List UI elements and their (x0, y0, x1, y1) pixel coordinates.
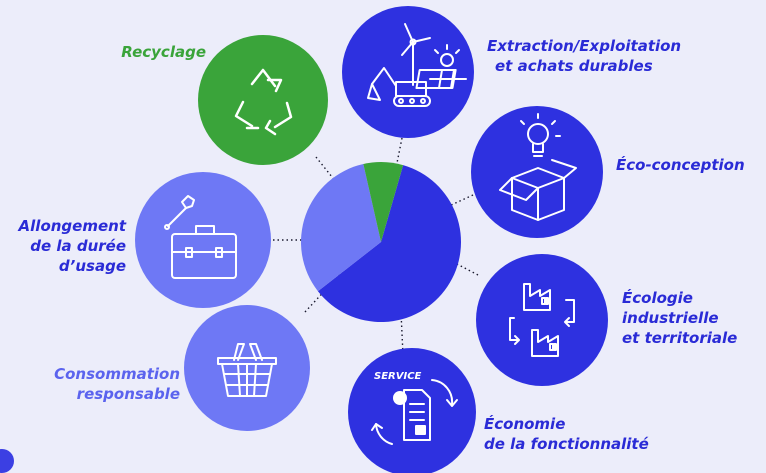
label-allongement: Allongement de la durée d’usage (4, 216, 126, 276)
label-eco-conception-line-1: Éco-conception (616, 156, 745, 174)
service-icon-text: SERVICE (374, 371, 422, 382)
label-ecologie-industrielle: Écologie industrielle et territoriale (622, 288, 737, 348)
pillar-recyclage (198, 35, 328, 165)
pillar-consommation (184, 305, 310, 431)
pillar-eco-conception (471, 106, 603, 238)
pie-slice-green (363, 162, 404, 242)
economie-circle (348, 348, 476, 473)
corner-decoration (0, 449, 14, 473)
shopping-basket-icon (217, 343, 277, 397)
label-economie-line-1: Économie (484, 415, 566, 433)
label-allongement-line-2: de la durée (30, 237, 126, 255)
allongement-circle (135, 172, 271, 308)
toolbox-wrench-icon (164, 195, 237, 279)
pillar-extraction (342, 6, 474, 138)
label-economie-fonctionnalite: Économie de la fonctionnalité (484, 414, 649, 454)
label-extraction: Extraction/Exploitation et achats durabl… (487, 36, 681, 76)
connector-extraction (394, 137, 403, 174)
label-ecologie-line-2: industrielle (622, 309, 719, 327)
label-allongement-line-1: Allongement (18, 217, 126, 235)
label-economie-line-2: de la fonctionnalité (484, 435, 649, 453)
central-pie (301, 162, 462, 322)
label-ecologie-line-1: Écologie (622, 289, 693, 307)
label-consommation: Consommation responsable (20, 364, 180, 404)
ecologie-circle (476, 254, 608, 386)
label-eco-conception: Éco-conception (616, 155, 745, 175)
pie-slice-mid-blue (301, 163, 381, 292)
label-consommation-line-1: Consommation (54, 365, 180, 383)
factories-exchange-icon (509, 283, 575, 357)
label-extraction-line-1: Extraction/Exploitation (487, 37, 682, 55)
pillar-allongement (135, 172, 271, 308)
pie-slice-dark-blue (317, 165, 462, 322)
wind-turbine-excavator-solar-icon (367, 23, 467, 107)
pillar-economie-fonctionnalite: SERVICE (348, 348, 476, 473)
label-ecologie-line-3: et territoriale (622, 329, 738, 347)
label-extraction-line-2: et achats durables (495, 57, 653, 75)
service-document-icon (371, 379, 458, 445)
label-recyclage-line-1: Recyclage (121, 43, 206, 61)
eco-conception-circle (471, 106, 603, 238)
recyclage-circle (198, 35, 328, 165)
lightbulb-box-icon (499, 113, 577, 221)
recycle-icon (234, 68, 293, 136)
label-consommation-line-2: responsable (76, 385, 180, 403)
label-allongement-line-3: d’usage (58, 257, 126, 275)
extraction-circle (342, 6, 474, 138)
label-recyclage: Recyclage (110, 42, 206, 62)
pillar-ecologie-industrielle (476, 254, 608, 386)
